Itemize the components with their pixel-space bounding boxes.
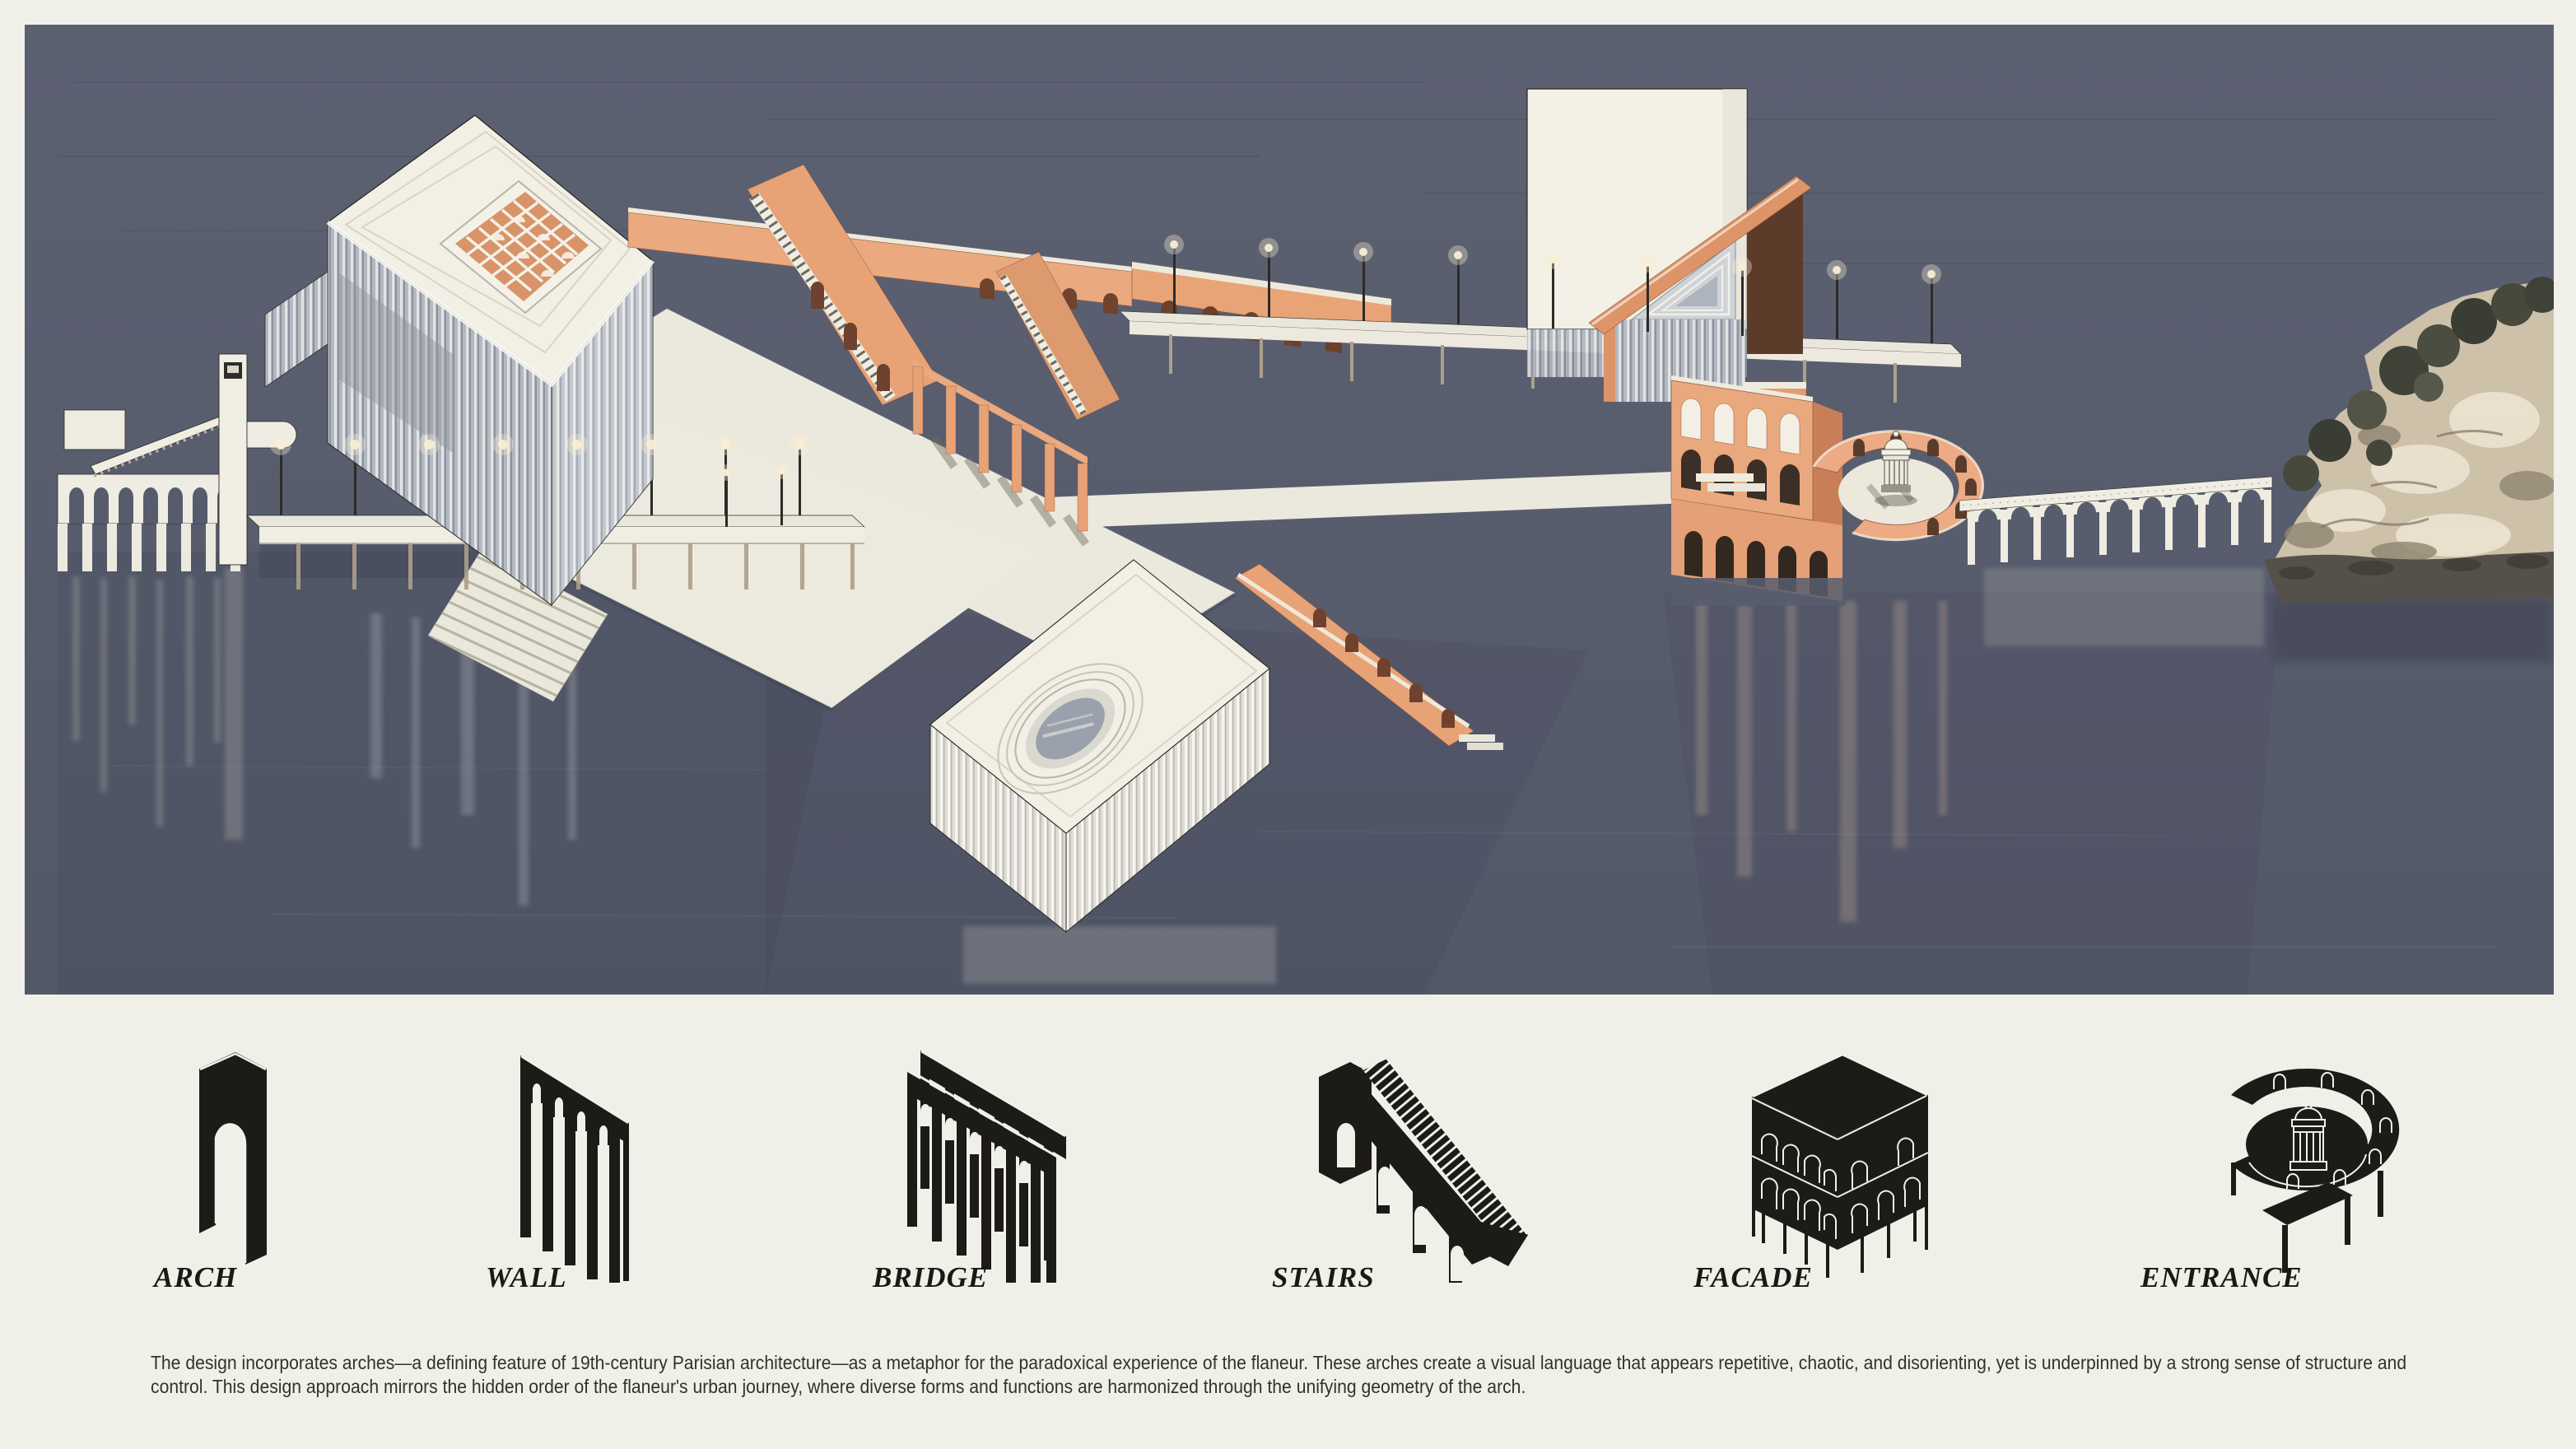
- reflections: [72, 568, 2264, 984]
- plaza-stairs: [427, 547, 608, 702]
- arch-icon: [199, 1052, 267, 1265]
- design-caption: The design incorporates arches—a definin…: [151, 1352, 2407, 1397]
- lantern-tower: [1875, 431, 1917, 506]
- legend-label-entrance: ENTRANCE: [2140, 1261, 2303, 1293]
- arch-colonnade: [912, 360, 1090, 547]
- water-lamps: [725, 474, 783, 527]
- wall-icon: [520, 1055, 629, 1283]
- axonometric-render: [25, 25, 2554, 995]
- right-complex: [1670, 375, 1846, 606]
- island-trees: [2283, 277, 2554, 492]
- island: [2264, 277, 2554, 663]
- arch-bridge-southeast: [1234, 563, 1503, 750]
- gallery-building: [264, 114, 654, 607]
- rotunda-entrance: [1812, 430, 1985, 542]
- legend-label-stairs: STAIRS: [1272, 1261, 1375, 1293]
- legend-label-bridge: BRIDGE: [873, 1261, 989, 1293]
- oculus-skylight: [997, 663, 1144, 794]
- bridge-icon: [907, 1050, 1066, 1283]
- upper-pier-lamps: [1173, 248, 1933, 343]
- stair-ramps: [747, 164, 1120, 421]
- legend-label-facade: FACADE: [1693, 1261, 1813, 1293]
- lamp-glows: [270, 235, 1941, 481]
- entrance-icon: [2231, 1069, 2400, 1273]
- island-reflection: [2272, 597, 2554, 663]
- left-arcade-wall: [57, 353, 297, 571]
- left-kiosk: [63, 409, 126, 450]
- atrium-skylight: [439, 179, 603, 314]
- oculus-pavilion: [929, 559, 1270, 934]
- glass-triangle-pavilion: [1588, 175, 1812, 402]
- legend-label-arch: ARCH: [154, 1261, 238, 1293]
- island-shore: [2264, 552, 2554, 603]
- entrance-lantern: [2290, 1104, 2327, 1171]
- left-tower: [218, 353, 248, 566]
- stairs-icon: [1319, 1056, 1528, 1283]
- render-canvas: [25, 25, 2554, 995]
- white-arcade-bridge: [1959, 476, 2273, 565]
- facade-icon: [1751, 1053, 1929, 1278]
- legend-label-wall: WALL: [486, 1261, 567, 1293]
